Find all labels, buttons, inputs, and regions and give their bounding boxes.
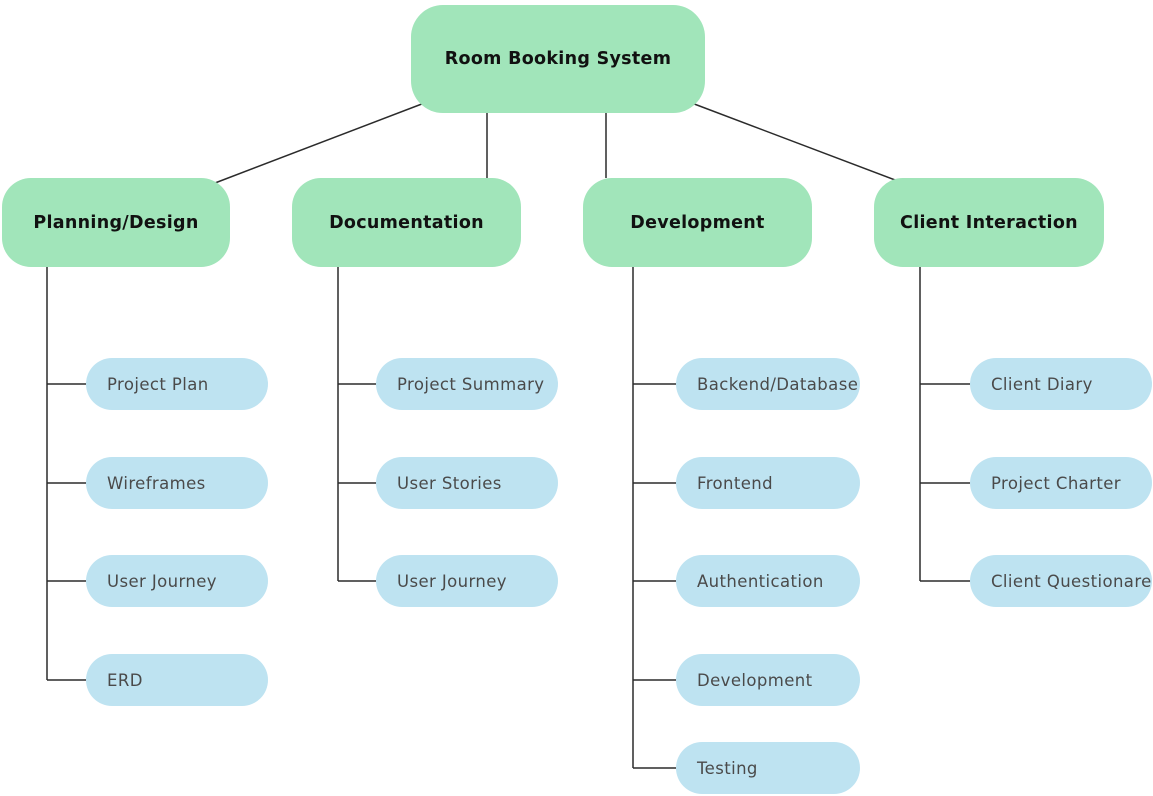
branch-node-label: Client Interaction [900,212,1078,233]
child-node-label: Client Diary [991,374,1093,394]
child-node-testing[interactable]: Testing [676,742,860,794]
root-node-room-booking-system[interactable]: Room Booking System [411,5,705,113]
child-node-frontend[interactable]: Frontend [676,457,860,509]
branch-node-label: Development [630,212,765,233]
child-node-label: Project Plan [107,374,209,394]
child-node-label: User Journey [107,571,217,591]
child-node-label: User Journey [397,571,507,591]
branch-node-development[interactable]: Development [583,178,812,267]
child-node-client-questionare[interactable]: Client Questionare [970,555,1152,607]
child-node-project-charter[interactable]: Project Charter [970,457,1152,509]
child-node-label: Testing [697,758,758,778]
child-node-label: Project Charter [991,473,1121,493]
child-node-label: Frontend [697,473,774,493]
branch-node-label: Documentation [329,212,484,233]
child-node-project-summary[interactable]: Project Summary [376,358,558,410]
child-node-project-plan[interactable]: Project Plan [86,358,268,410]
child-node-authentication[interactable]: Authentication [676,555,860,607]
child-node-backend-database[interactable]: Backend/Database [676,358,860,410]
child-node-user-journey-documentation[interactable]: User Journey [376,555,558,607]
child-node-label: User Stories [397,473,502,493]
edge-root-planning [214,101,428,184]
branch-node-client-interaction[interactable]: Client Interaction [874,178,1104,267]
edge-root-client [688,101,904,184]
child-node-user-journey-planning[interactable]: User Journey [86,555,268,607]
child-node-client-diary[interactable]: Client Diary [970,358,1152,410]
child-node-label: Backend/Database [697,374,859,394]
branch-node-planning-design[interactable]: Planning/Design [2,178,230,267]
child-node-development[interactable]: Development [676,654,860,706]
child-node-label: Wireframes [107,473,206,493]
branch-node-label: Planning/Design [33,212,199,233]
child-node-wireframes[interactable]: Wireframes [86,457,268,509]
child-node-label: Project Summary [397,374,545,394]
child-node-label: Client Questionare [991,571,1152,591]
child-node-label: Authentication [697,571,824,591]
root-node-label: Room Booking System [444,49,672,69]
child-node-erd[interactable]: ERD [86,654,268,706]
child-node-label: ERD [107,670,143,690]
child-node-label: Development [697,670,813,690]
branch-node-documentation[interactable]: Documentation [292,178,521,267]
child-node-user-stories[interactable]: User Stories [376,457,558,509]
